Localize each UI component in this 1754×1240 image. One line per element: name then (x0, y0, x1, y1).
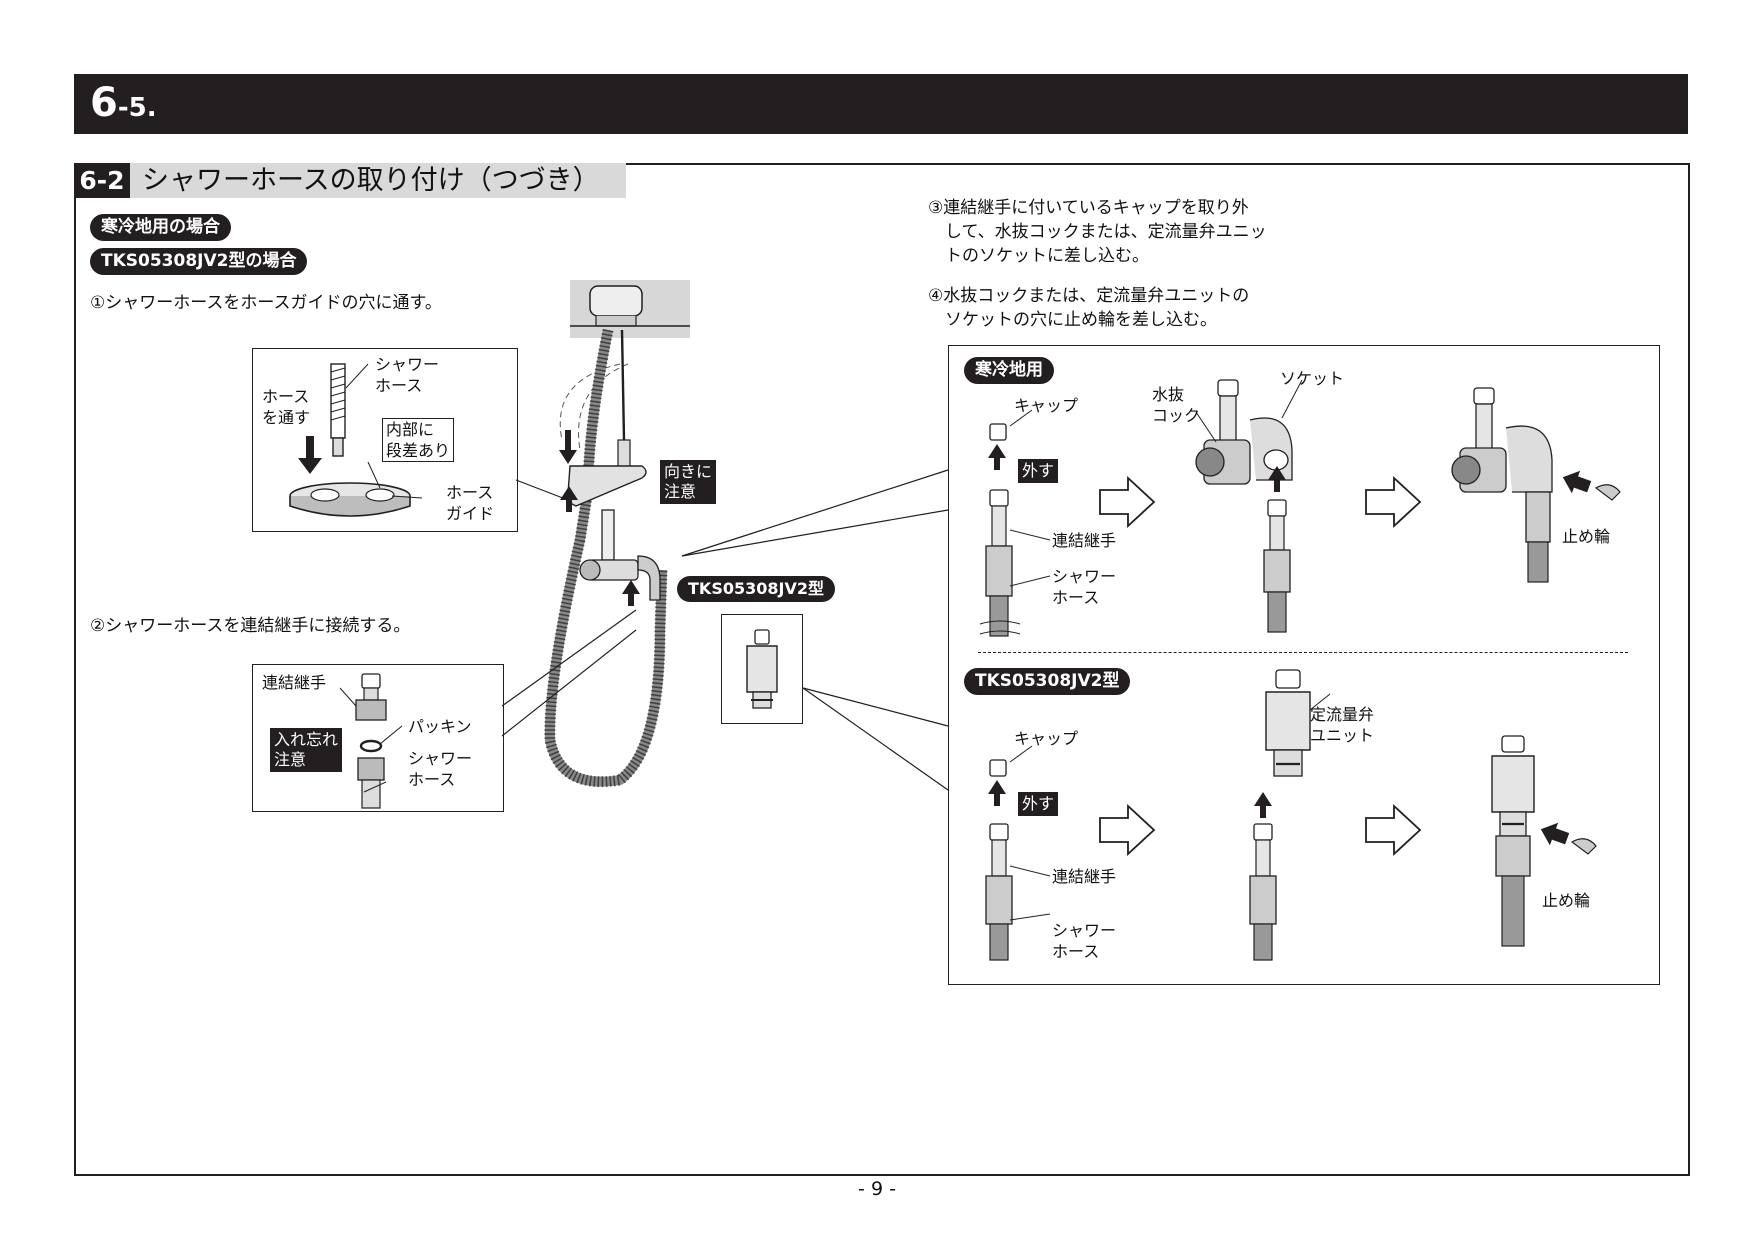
inset2-label-packing: パッキン (408, 717, 472, 736)
model-label-remove: 外す (1018, 792, 1059, 816)
cold-label-cap: キャップ (1014, 396, 1079, 415)
model-badge-right: TKS05308JV2型 (964, 668, 1131, 695)
cold-label-drain-cock: 水抜コック (1152, 385, 1201, 425)
model-illustration (985, 669, 1597, 961)
model-badge-center: TKS05308JV2型 (677, 576, 835, 602)
cold-illustration (979, 379, 1621, 637)
inset2-forget-note: 入れ忘れ注意 (270, 728, 343, 772)
cold-label-hose: シャワーホース (1052, 567, 1117, 607)
step-3-text: ③連結継手に付いているキャップを取り外 して、水抜コックまたは、定流量弁ユニッ … (928, 198, 1267, 266)
cold-badge: 寒冷地用 (964, 357, 1054, 384)
hose-guide-illustration (289, 363, 423, 517)
section-title-bar (74, 163, 626, 198)
header-bar (74, 74, 1688, 134)
content-frame (74, 163, 1690, 1176)
joint-packing-illustration (339, 673, 403, 809)
direction-note: 向きに注意 (660, 460, 717, 504)
section-number: 6-2 (74, 163, 130, 198)
inset2-label-joint: 連結継手 (262, 673, 327, 692)
step-1-text: ①シャワーホースをホースガイドの穴に通す。 (90, 293, 442, 313)
inset1-label-hose: シャワーホース (375, 355, 440, 395)
model-label-hose: シャワーホース (1052, 921, 1117, 961)
model-label-joint: 連結継手 (1052, 867, 1117, 886)
inset2-label-hose: シャワーホース (408, 749, 473, 789)
model-label-valve-unit: 定流量弁ユニット (1310, 705, 1375, 745)
cold-label-remove: 外す (1018, 459, 1059, 483)
right-detail-box (948, 345, 1660, 985)
chapter-number: 6-5. (90, 80, 157, 126)
section-title: シャワーホースの取り付け（つづき） (142, 165, 600, 196)
badge-cold-region: 寒冷地用の場合 (90, 214, 231, 241)
page-number: - 9 - (858, 1178, 896, 1200)
badge-model: TKS05308JV2型の場合 (90, 248, 308, 275)
faucet-hose-illustration (544, 280, 690, 788)
inset1-label-step: 内部に段差あり (382, 418, 455, 462)
model-label-ring: 止め輪 (1542, 891, 1591, 910)
cold-label-ring: 止め輪 (1562, 527, 1611, 546)
inset1-label-pass: ホースを通す (262, 387, 311, 427)
step-2-text: ②シャワーホースを連結継手に接続する。 (90, 616, 411, 636)
socket-unit-illustration (746, 629, 778, 709)
step-4-text: ④水抜コックまたは、定流量弁ユニットの ソケットの穴に止め輪を差し込む。 (928, 286, 1250, 330)
inset1-label-guide: ホースガイド (446, 483, 495, 523)
cold-label-joint: 連結継手 (1052, 531, 1117, 550)
cold-label-socket: ソケット (1280, 369, 1345, 388)
divider-dashed (978, 652, 1628, 653)
model-label-cap: キャップ (1014, 729, 1079, 748)
